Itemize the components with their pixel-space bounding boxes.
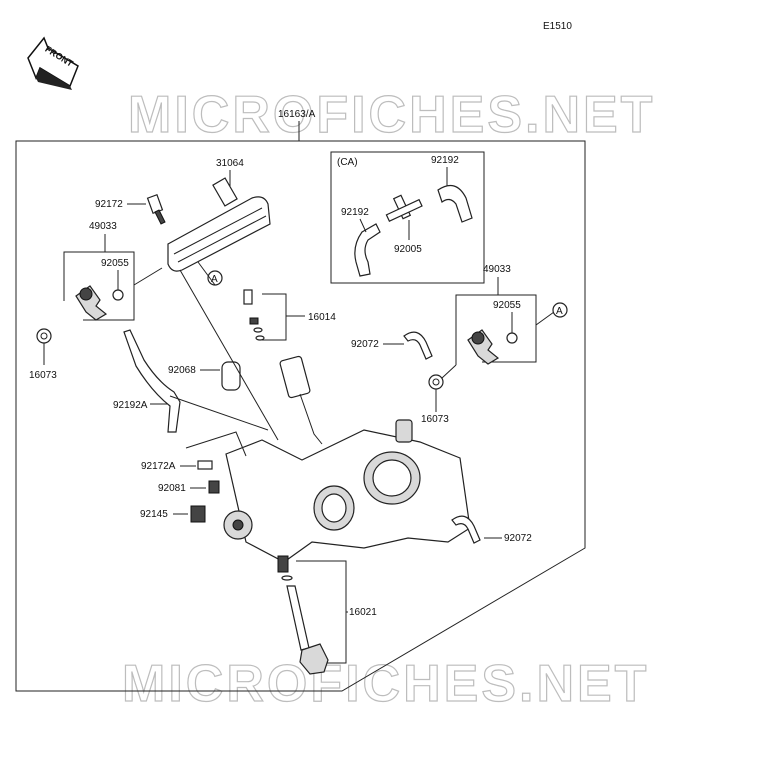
figure-code: E1510: [543, 21, 572, 32]
label-49033-right: 49033: [483, 264, 511, 275]
label-ca-92192-top: 92192: [431, 155, 459, 166]
label-92145: 92145: [140, 509, 168, 520]
label-ca-92005: 92005: [394, 244, 422, 255]
label-31064: 31064: [216, 158, 244, 169]
cap-92068: [221, 361, 241, 391]
oring-left: [112, 289, 124, 301]
label-92172: 92172: [95, 199, 123, 210]
label-16021: 16021: [349, 607, 377, 618]
hose-92192A: [123, 329, 181, 433]
injector-left: [75, 285, 108, 321]
assembly-outline: [15, 140, 586, 692]
ca-hose-upper: [437, 167, 473, 223]
oring-right: [506, 332, 518, 344]
label-49033-left: 49033: [89, 221, 117, 232]
clamp-92072-upper: [403, 331, 433, 360]
bolt-92172A: [197, 460, 213, 470]
throttle-body: [223, 355, 471, 563]
label-ca-92192-left: 92192: [341, 207, 369, 218]
label-92068: 92068: [168, 365, 196, 376]
label-circle-a-left: A: [211, 274, 218, 285]
label-92055-right: 92055: [493, 300, 521, 311]
sensor-screw: [243, 289, 265, 341]
ca-inset-box: [330, 151, 485, 284]
watermark-top: MICROFICHES.NET: [128, 86, 655, 144]
label-ca-title: (CA): [337, 157, 358, 168]
label-92172A: 92172A: [141, 461, 176, 472]
fuel-rail: [167, 177, 271, 272]
label-assembly: 16163/A: [278, 109, 316, 120]
label-92192A: 92192A: [113, 400, 148, 411]
label-16073-right: 16073: [421, 414, 449, 425]
bolt-92172: [146, 194, 166, 225]
idle-screw: [277, 555, 329, 675]
ca-hose-lower: [354, 218, 381, 277]
clamp-92072-lower: [451, 515, 481, 544]
label-16014: 16014: [308, 312, 336, 323]
spring-92145: [190, 505, 206, 523]
front-arrow-icon: FRONT: [27, 36, 79, 90]
label-92055-left: 92055: [101, 258, 129, 269]
circle-a-right: [552, 302, 568, 318]
ca-joint-fitting: [385, 194, 423, 240]
watermark-bottom: MICROFICHES.NET: [122, 655, 649, 713]
label-circle-a-right: A: [556, 306, 563, 317]
label-92081: 92081: [158, 483, 186, 494]
spring-92081: [208, 480, 220, 494]
label-16073-left: 16073: [29, 370, 57, 381]
label-92072-upper: 92072: [351, 339, 379, 350]
injector-right: [467, 329, 500, 365]
label-92072-lower: 92072: [504, 533, 532, 544]
